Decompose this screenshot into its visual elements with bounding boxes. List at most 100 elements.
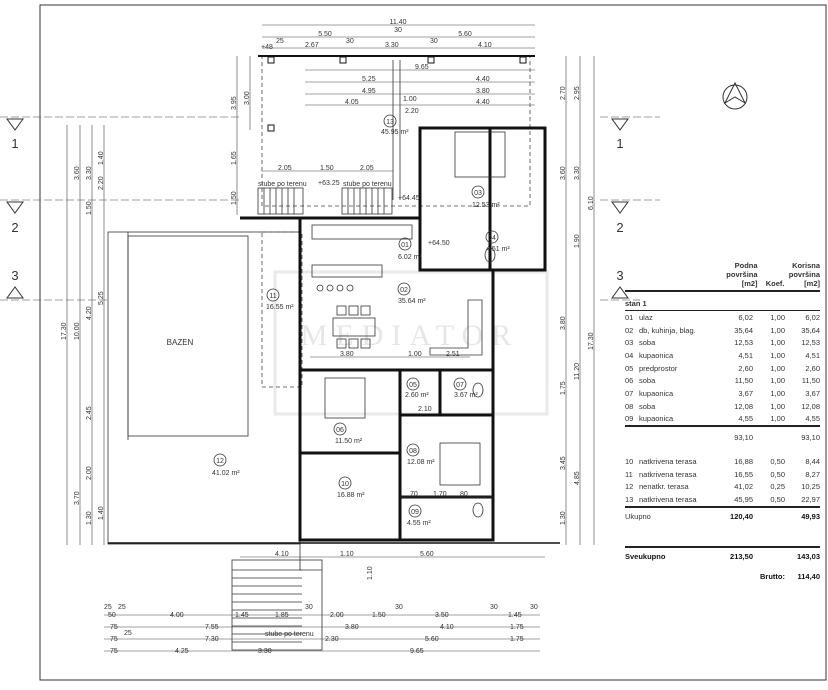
svg-text:5.60: 5.60 (425, 636, 439, 643)
svg-text:1.70: 1.70 (433, 491, 447, 498)
svg-text:2.70: 2.70 (560, 86, 567, 100)
svg-text:06: 06 (336, 427, 344, 434)
svg-text:2.95: 2.95 (574, 86, 581, 100)
svg-text:4.20: 4.20 (86, 306, 93, 320)
cell-name: natkrivena terasa (639, 457, 697, 467)
cell-podna: 12,08 (734, 401, 753, 411)
cell-n: 07 (625, 388, 634, 398)
svg-text:4.55 m²: 4.55 m² (407, 520, 431, 527)
cell-korisna: 12,08 (801, 401, 820, 411)
level-marks: +63.25 +64.45 +64.50 stube po terenu stu… (258, 180, 450, 638)
stairs (231, 187, 393, 651)
svg-text:80: 80 (460, 491, 468, 498)
svg-text:12.53 m²: 12.53 m² (472, 202, 500, 209)
dimensions-bottom: 25 25 50 4.00 1.45 1.85 30 2.00 1.50 30 … (104, 604, 540, 655)
svg-text:41.02 m²: 41.02 m² (212, 470, 240, 477)
svg-text:1.00: 1.00 (403, 96, 417, 103)
svg-text:2.05: 2.05 (360, 165, 374, 172)
header-povrsina: površina (726, 270, 758, 279)
svg-text:11: 11 (269, 293, 276, 300)
header-podna: Podna (734, 261, 758, 270)
svg-text:3.30: 3.30 (86, 166, 93, 180)
cell-korisna: 35,64 (801, 325, 820, 335)
svg-text:3.30: 3.30 (385, 42, 399, 49)
svg-text:+63.25: +63.25 (318, 180, 340, 187)
svg-text:2.00: 2.00 (86, 466, 93, 480)
svg-text:3: 3 (11, 268, 18, 283)
svg-text:5.60: 5.60 (458, 31, 472, 38)
svg-text:4.10: 4.10 (478, 42, 492, 49)
svg-text:3.30: 3.30 (574, 166, 581, 180)
svg-text:1.90: 1.90 (574, 234, 581, 248)
cell-korisna: 2,60 (805, 363, 820, 373)
svg-text:6.02 m²: 6.02 m² (398, 254, 422, 261)
svg-text:9.65: 9.65 (415, 64, 429, 71)
terrace-13 (258, 55, 535, 207)
svg-text:1.10: 1.10 (367, 566, 374, 580)
cell-n: 08 (625, 401, 634, 411)
svg-text:4.10: 4.10 (440, 624, 454, 631)
svg-text:+48: +48 (261, 44, 273, 51)
cell-name: db, kuhinja, blag. (639, 325, 696, 335)
svg-text:1: 1 (616, 136, 623, 151)
svg-text:08: 08 (409, 448, 417, 455)
svg-text:stube po terenu: stube po terenu (258, 181, 307, 188)
svg-text:16.55 m²: 16.55 m² (266, 304, 294, 311)
svg-text:11.50 m²: 11.50 m² (335, 438, 363, 445)
svg-text:16.88 m²: 16.88 m² (337, 492, 365, 499)
svg-text:02: 02 (400, 287, 408, 294)
svg-text:3.45: 3.45 (560, 456, 567, 470)
svg-text:04: 04 (488, 235, 496, 242)
svg-text:2: 2 (616, 220, 623, 235)
cell-korisna: 8,44 (805, 457, 820, 467)
svg-text:3.80: 3.80 (560, 316, 567, 330)
cell-korisna: 22,97 (801, 495, 820, 505)
svg-text:stube po terenu: stube po terenu (343, 181, 392, 188)
svg-text:3.70: 3.70 (74, 491, 81, 505)
svg-text:+64.50: +64.50 (428, 240, 450, 247)
svg-text:5.60: 5.60 (420, 551, 434, 558)
cell-korisna: 11,50 (801, 376, 820, 386)
svg-text:2.45: 2.45 (86, 406, 93, 420)
svg-text:4.40: 4.40 (476, 76, 490, 83)
svg-text:2.30: 2.30 (325, 636, 339, 643)
svg-text:45.95 m²: 45.95 m² (381, 129, 409, 136)
cell-koef: 1,00 (770, 312, 785, 322)
svg-text:1.85: 1.85 (275, 612, 289, 619)
header-koef: Koef. (765, 279, 785, 288)
header-unit: [m2] (741, 279, 758, 288)
cell-n: 04 (625, 350, 634, 360)
svg-text:7.30: 7.30 (205, 636, 219, 643)
svg-text:17.30: 17.30 (61, 322, 68, 340)
svg-text:3.60: 3.60 (74, 166, 81, 180)
svg-text:1: 1 (11, 136, 18, 151)
cell-koef: 1,00 (770, 363, 785, 373)
cell-koef: 0,25 (770, 482, 785, 492)
cell-korisna: 12,53 (801, 338, 820, 348)
svg-text:3.30: 3.30 (258, 648, 272, 655)
svg-text:01: 01 (401, 242, 409, 249)
svg-text:2.60 m²: 2.60 m² (405, 392, 429, 399)
svg-text:6.10: 6.10 (588, 196, 595, 210)
cell-podna: 41,02 (734, 482, 753, 492)
cell-n: 10 (625, 457, 634, 467)
svg-text:30: 30 (490, 604, 498, 611)
cell-koef: 1,00 (770, 388, 785, 398)
svg-text:3.67 m²: 3.67 m² (454, 392, 478, 399)
svg-text:stube po terenu: stube po terenu (265, 631, 314, 638)
cell-korisna: 6,02 (805, 312, 820, 322)
svg-text:3: 3 (616, 268, 623, 283)
cell-koef: 1,00 (770, 376, 785, 386)
svg-text:1.50: 1.50 (320, 165, 334, 172)
